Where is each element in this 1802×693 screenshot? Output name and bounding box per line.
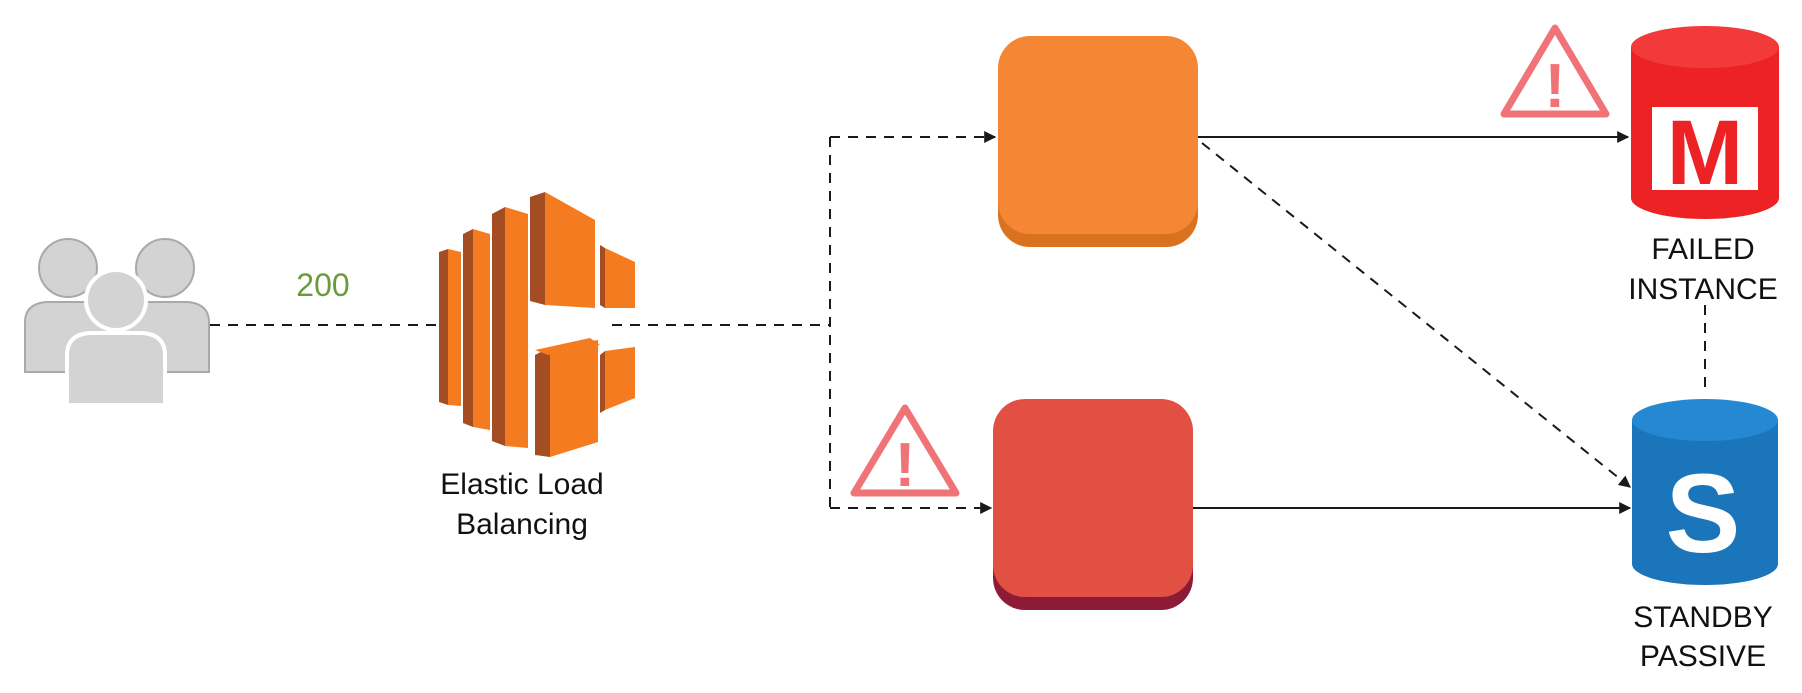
master-label-line1: FAILED bbox=[1651, 233, 1754, 266]
master-db-warning-icon: ! bbox=[1500, 24, 1610, 121]
elb-label-line1: Elastic Load bbox=[440, 468, 603, 501]
elb-label-line2: Balancing bbox=[456, 508, 588, 541]
failed-instance bbox=[993, 399, 1193, 610]
elastic-load-balancing-icon bbox=[439, 192, 635, 457]
standby-label-line1: STANDBY bbox=[1633, 601, 1772, 634]
user-front-icon bbox=[65, 268, 167, 407]
svg-text:!: ! bbox=[1545, 52, 1566, 121]
standby-database-icon: S bbox=[1632, 399, 1778, 585]
master-database-icon: M bbox=[1631, 26, 1779, 219]
svg-text:!: ! bbox=[895, 431, 916, 500]
standby-label-line2: PASSIVE bbox=[1640, 640, 1766, 673]
users-group-icon bbox=[24, 238, 210, 407]
connectors bbox=[210, 131, 1706, 514]
http-status-label: 200 bbox=[296, 267, 349, 303]
master-label-line2: INSTANCE bbox=[1628, 273, 1777, 306]
healthy-instance bbox=[998, 36, 1198, 247]
standby-database-letter: S bbox=[1666, 451, 1741, 576]
healthy-instance-to-standby-arrow bbox=[1201, 142, 1631, 488]
failed-instance-warning-icon: ! bbox=[850, 404, 960, 500]
master-database-letter: M bbox=[1667, 102, 1744, 204]
